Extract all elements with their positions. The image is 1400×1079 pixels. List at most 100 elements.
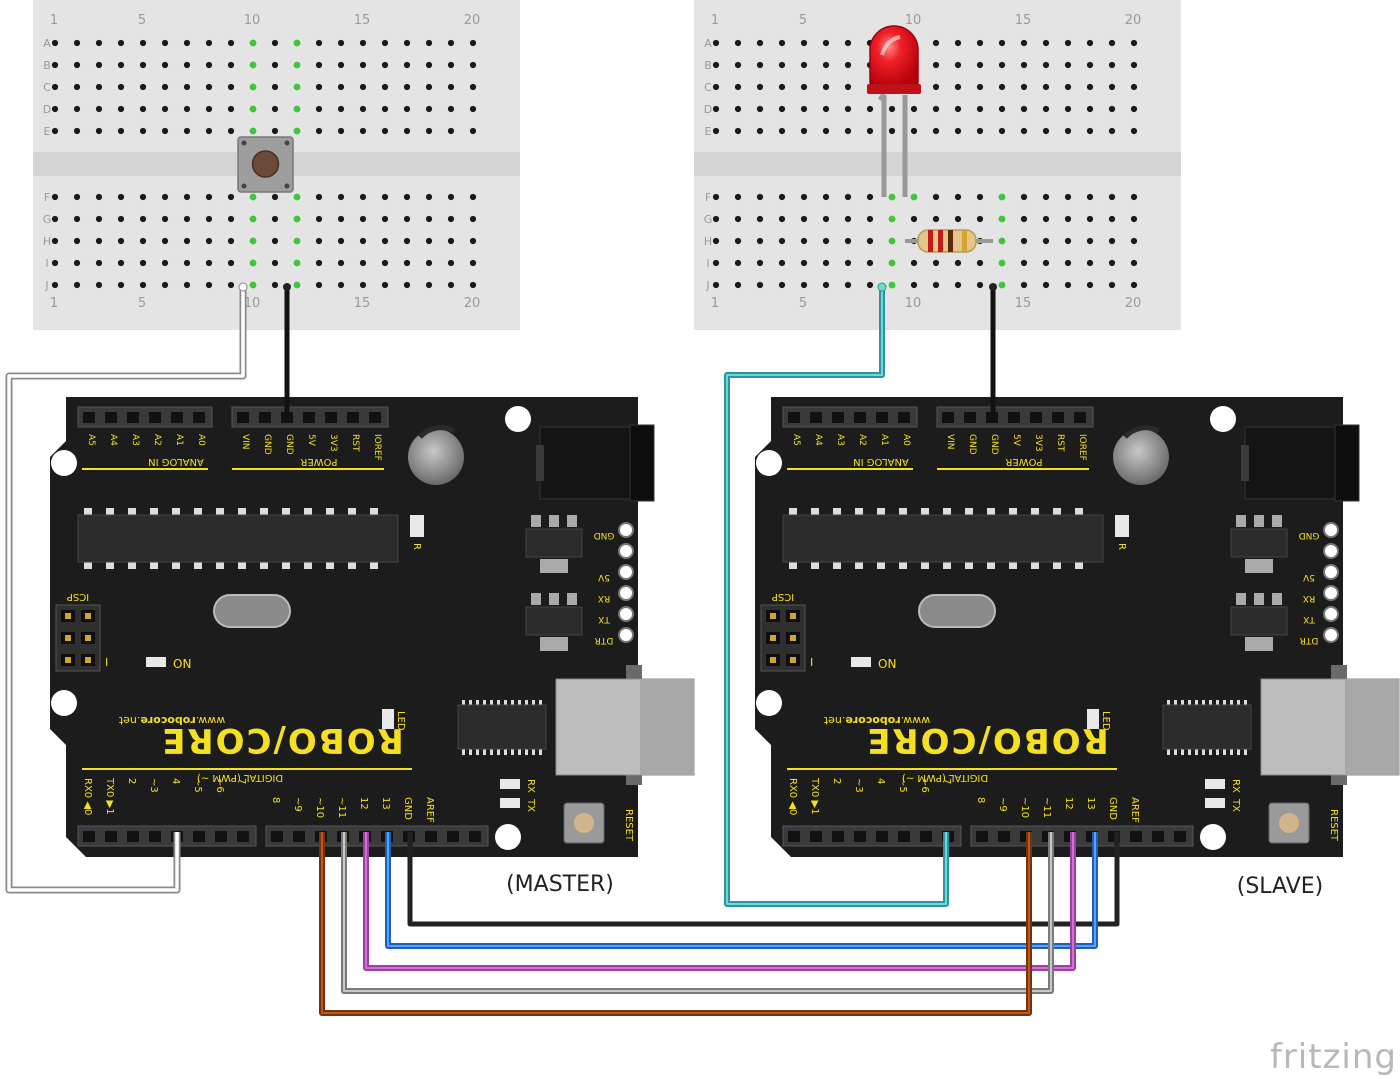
reset-button[interactable] [563, 802, 605, 844]
dc-power-jack[interactable] [536, 424, 655, 502]
breadboard-hole [976, 215, 984, 223]
analog-pin-header[interactable] [77, 406, 213, 428]
breadboard-hole [95, 105, 103, 113]
reset-button[interactable] [1268, 802, 1310, 844]
serial-pin-label: DTR [595, 635, 614, 645]
serial-pin-label: DTR [1300, 635, 1319, 645]
breadboard-hole [822, 259, 830, 267]
analog-pin-label: A0 [901, 434, 911, 446]
digital-pin-header-high[interactable] [265, 825, 489, 847]
breadboard-hole [778, 193, 786, 201]
digital-pin-label: RX0 ◀0 [82, 778, 93, 815]
breadboard-hole [1086, 127, 1094, 135]
breadboard-hole [910, 127, 918, 135]
breadboard-hole [337, 193, 345, 201]
breadboard-column-number: 1 [50, 13, 58, 28]
serial-pin[interactable] [618, 543, 634, 559]
power-pin-header[interactable] [231, 406, 389, 428]
usb-port[interactable] [1260, 665, 1400, 785]
breadboard-hole [734, 61, 742, 69]
serial-pin-label: GND [1299, 530, 1320, 540]
breadboard-hole [1020, 237, 1028, 245]
breadboard-hole-active [249, 193, 257, 201]
serial-pin[interactable] [1323, 564, 1339, 580]
on-led-label: ON [878, 657, 896, 671]
breadboard-hole [183, 281, 191, 289]
serial-pin[interactable] [618, 606, 634, 622]
breadboard-hole [756, 105, 764, 113]
serial-pin-label: 5V [597, 572, 610, 582]
serial-pin[interactable] [1323, 606, 1339, 622]
breadboard-hole [403, 237, 411, 245]
breadboard-hole [1086, 61, 1094, 69]
breadboard-hole [976, 105, 984, 113]
digital-pin-label: GND [1107, 797, 1118, 820]
breadboard-hole [359, 83, 367, 91]
digital-pin-header-low[interactable] [782, 825, 962, 847]
breadboard-hole [205, 127, 213, 135]
breadboard-hole [205, 83, 213, 91]
red-led [867, 25, 921, 197]
analog-header-title: ANALOG IN [148, 456, 204, 467]
breadboard-column-number: 10 [905, 296, 922, 311]
power-pin-label: 3V3 [328, 434, 338, 452]
breadboard-hole [844, 61, 852, 69]
breadboard-hole [51, 105, 59, 113]
breadboard-hole [425, 61, 433, 69]
breadboard-row-letter: E [44, 125, 51, 138]
serial-pin[interactable] [618, 564, 634, 580]
breadboard-hole [51, 215, 59, 223]
breadboard-hole [139, 215, 147, 223]
breadboard-hole [447, 237, 455, 245]
push-button-cap[interactable] [251, 150, 280, 178]
breadboard-hole [910, 215, 918, 223]
capacitor [408, 429, 464, 485]
serial-pin[interactable] [618, 522, 634, 538]
power-header-title: POWER [300, 456, 337, 467]
breadboard-hole [73, 237, 81, 245]
serial-pin[interactable] [1323, 627, 1339, 643]
breadboard-hole [734, 39, 742, 47]
wire-black-gnd-link[interactable] [407, 832, 1120, 927]
serial-pin[interactable] [618, 585, 634, 601]
mounting-hole [51, 690, 77, 716]
mounting-hole [756, 450, 782, 476]
breadboard-hole-active [293, 127, 301, 135]
breadboard-hole [954, 281, 962, 289]
breadboard-hole-active [998, 281, 1006, 289]
breadboard-hole-active [888, 193, 896, 201]
power-pin-header[interactable] [936, 406, 1094, 428]
breadboard-hole [998, 61, 1006, 69]
analog-pin-header[interactable] [782, 406, 918, 428]
breadboard-hole [712, 39, 720, 47]
r-led-label: R [411, 543, 422, 550]
breadboard-hole-active [249, 237, 257, 245]
breadboard-hole [756, 237, 764, 245]
icsp-header[interactable] [760, 604, 806, 672]
analog-pin-label: A3 [130, 434, 140, 446]
dc-power-jack[interactable] [1241, 424, 1360, 502]
breadboard-hole-active [249, 215, 257, 223]
serial-pin[interactable] [618, 627, 634, 643]
breadboard-hole-active [293, 105, 301, 113]
breadboard-hole [1130, 281, 1138, 289]
breadboard-hole [1130, 61, 1138, 69]
push-button[interactable] [237, 136, 294, 193]
serial-pin[interactable] [1323, 585, 1339, 601]
digital-pin-header-high[interactable] [970, 825, 1194, 847]
breadboard-hole [932, 39, 940, 47]
digital-pin-label: ~11 [336, 797, 347, 818]
digital-pin-header-low[interactable] [77, 825, 257, 847]
breadboard-column-number: 5 [138, 13, 146, 28]
serial-pin[interactable] [1323, 543, 1339, 559]
breadboard-hole [117, 281, 125, 289]
icsp-header[interactable] [55, 604, 101, 672]
usb-port[interactable] [555, 665, 695, 785]
breadboard-hole [205, 39, 213, 47]
digital-pin-label: 7 [236, 778, 247, 784]
digital-pin-label: AREF [1129, 797, 1140, 823]
breadboard-hole [932, 83, 940, 91]
serial-pin[interactable] [1323, 522, 1339, 538]
breadboard-hole [381, 259, 389, 267]
